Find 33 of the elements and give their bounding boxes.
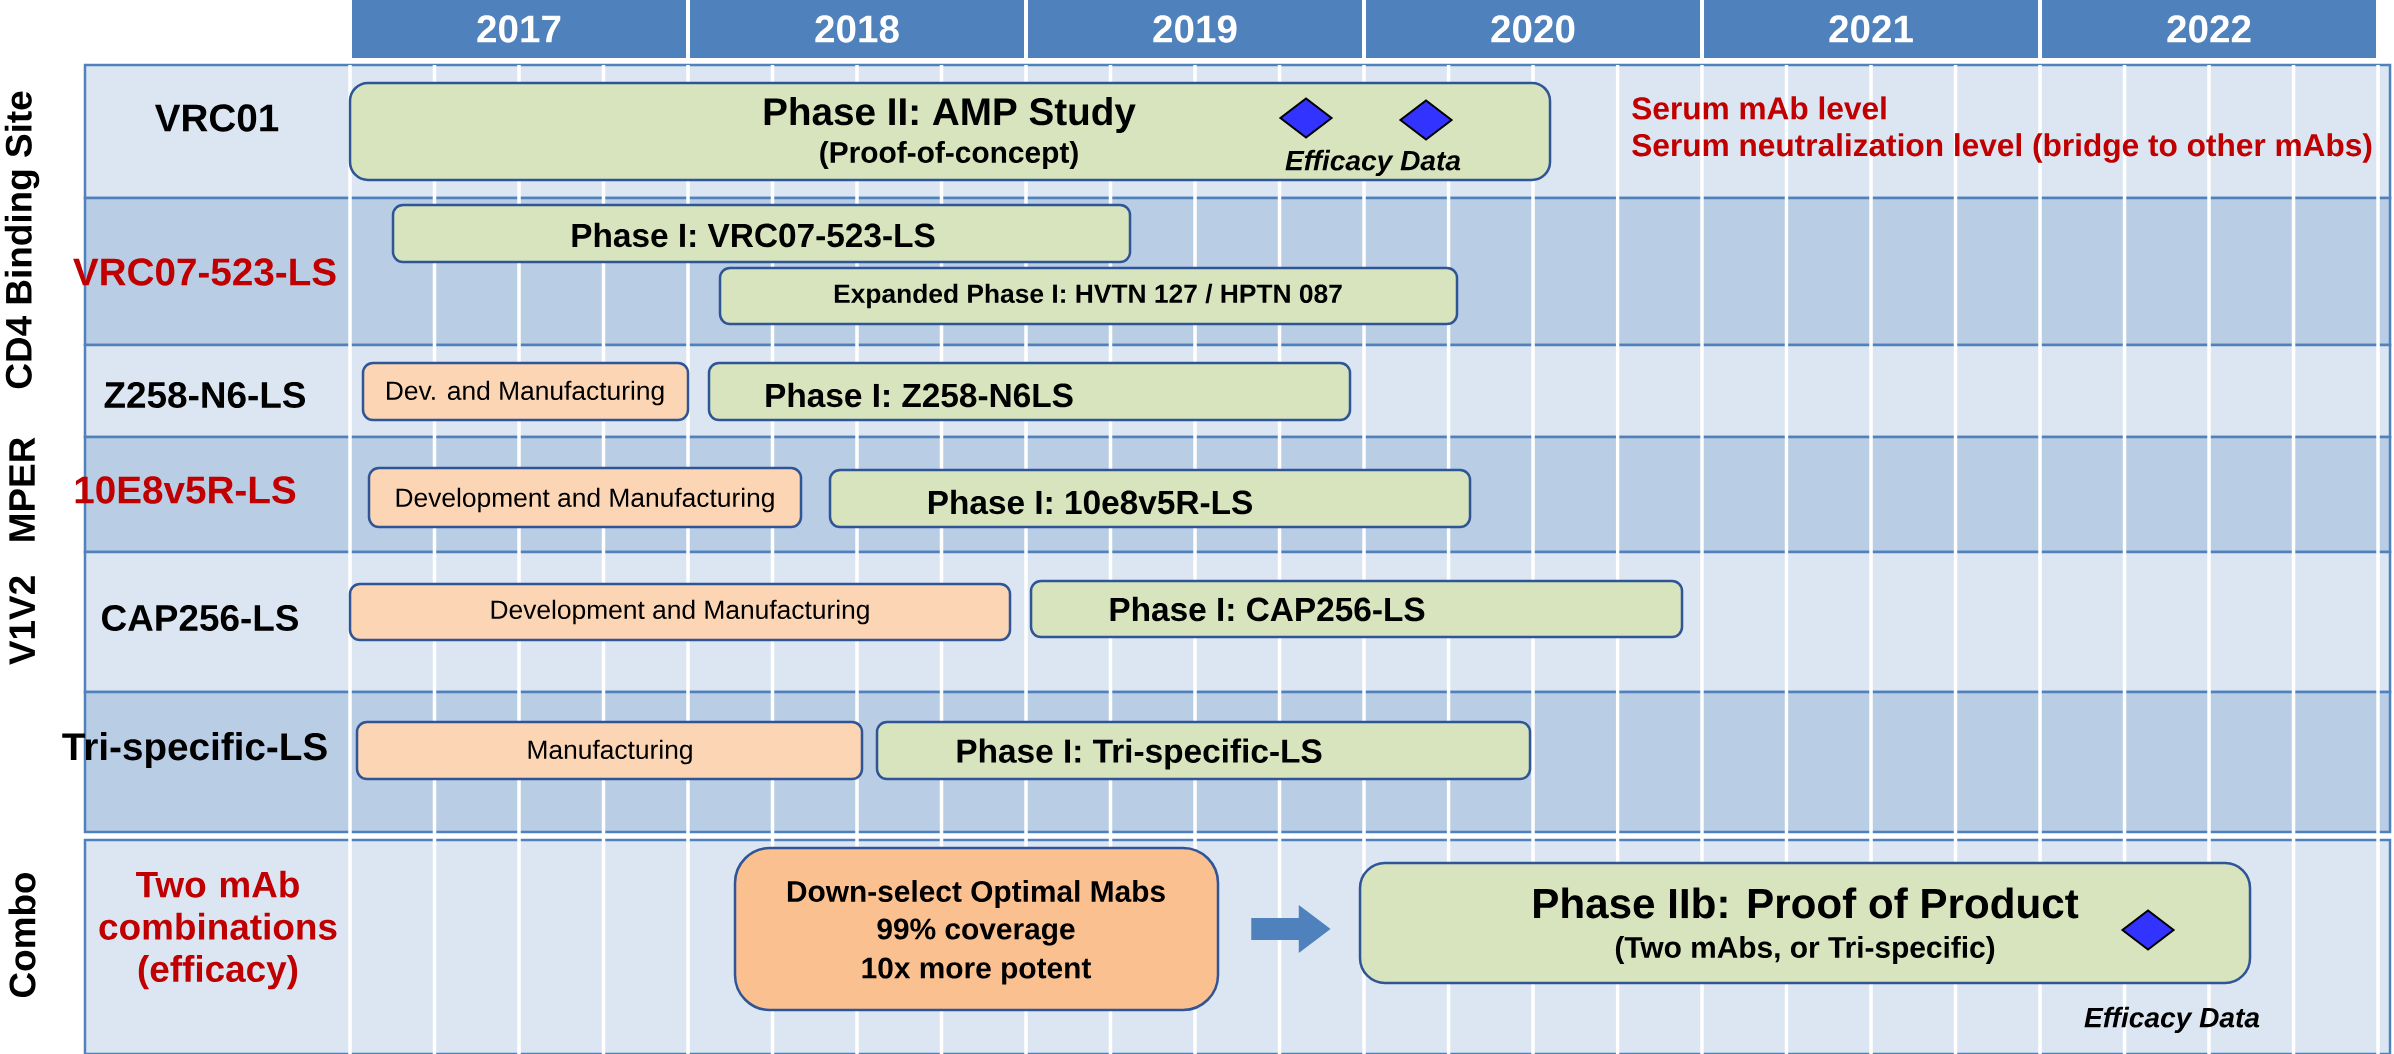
- group-label: MPER: [9, 437, 35, 541]
- note-text: Serum mAb level: [1632, 96, 1886, 120]
- task-bar: Manufacturing: [355, 720, 864, 781]
- year-header: 2017: [352, 0, 686, 58]
- phase-bar: Phase I: CAP256-LS: [1029, 579, 1684, 639]
- row-label: 10E8v5R-LS: [75, 476, 296, 504]
- milestone-label: Efficacy Data: [2084, 1006, 2260, 1034]
- row-label: Two mAb combinations (efficacy): [99, 870, 337, 990]
- task-bar: Development and Manufacturing: [348, 582, 1012, 642]
- task-bar: Down-select Optimal Mabs 99% coverage 10x more potent: [733, 846, 1220, 1012]
- phase-bar: Phase IIb: Proof of Product (Two mAbs, or Tri-specific): [1358, 861, 2252, 985]
- group-label: CD4 Binding Site: [4, 91, 40, 389]
- task-bar: Dev. and Manufacturing: [361, 361, 690, 422]
- year-header: 2019: [1028, 0, 1362, 58]
- group-label: V1V2: [9, 576, 35, 665]
- task-bar: Development and Manufacturing: [367, 466, 803, 529]
- phase-bar: Phase I: Tri-specific-LS: [875, 720, 1532, 781]
- phase-bar: Phase I: Z258-N6LS: [707, 361, 1352, 422]
- row-label: Z258-N6-LS: [104, 381, 306, 409]
- year-header: 2021: [1704, 0, 2039, 58]
- year-header: 2022: [2042, 0, 2377, 58]
- row-label: Tri-specific-LS: [62, 732, 327, 768]
- row-label: VRC07-523-LS: [73, 258, 336, 286]
- year-header: 2020: [1366, 0, 1701, 58]
- phase-bar: Expanded Phase I: HVTN 127 / HPTN 087: [718, 266, 1459, 326]
- group-label: Combo: [8, 872, 36, 998]
- row-label: CAP256-LS: [102, 604, 298, 632]
- year-header: 2018: [690, 0, 1024, 58]
- phase-bar: Phase I: 10e8v5R-LS: [828, 468, 1472, 529]
- note-text: Serum neutralization level (bridge to other mAbs): [1632, 133, 2372, 163]
- row-label: VRC01: [154, 104, 279, 132]
- phase-bar: Phase I: VRC07-523-LS: [391, 203, 1132, 264]
- phase-bar: Phase II: AMP Study (Proof-of-concept) Efficacy Data: [348, 81, 1552, 182]
